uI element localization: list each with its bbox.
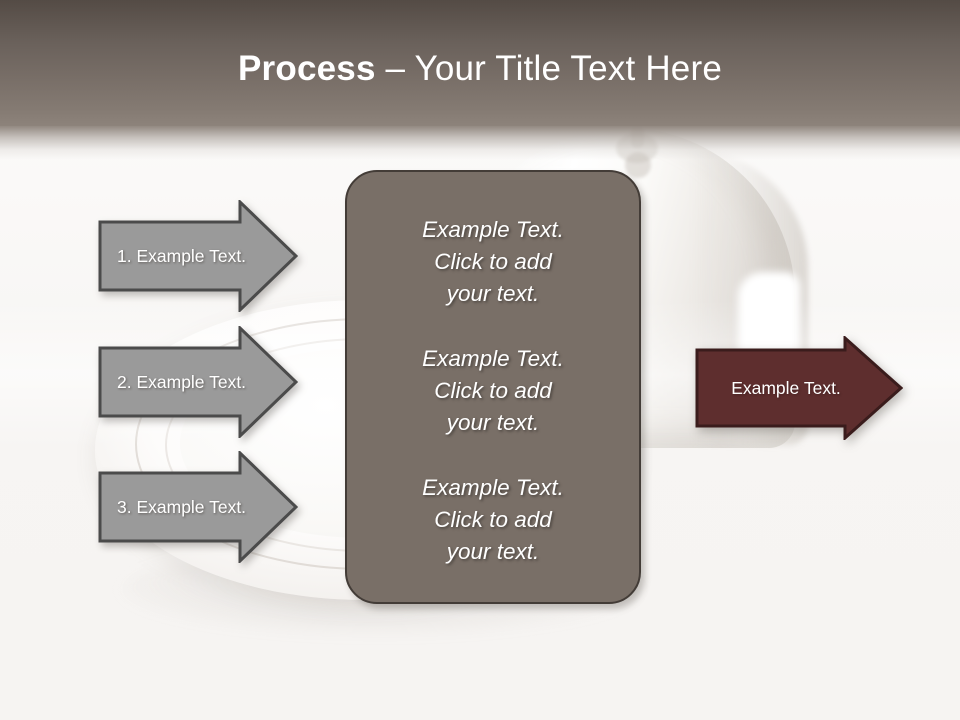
arrow-right-shape-icon	[98, 451, 298, 563]
process-center-box[interactable]: Example Text. Click to add your text. Ex…	[345, 170, 641, 604]
process-step-arrow-3[interactable]: 3. Example Text.	[98, 451, 298, 563]
process-step-arrow-1[interactable]: 1. Example Text.	[98, 200, 298, 312]
process-step-arrow-2[interactable]: 2. Example Text.	[98, 326, 298, 438]
title-bar	[0, 0, 960, 126]
page-title: Process – Your Title Text Here	[0, 48, 960, 90]
process-result-arrow-label: Example Text.	[731, 377, 841, 398]
arrow-right-shape-icon	[98, 326, 298, 438]
arrow-right-shape-icon	[98, 200, 298, 312]
center-text-block-3: Example Text. Click to add your text.	[422, 474, 564, 564]
page-title-bold: Process	[238, 49, 376, 88]
title-bar-fade	[0, 126, 960, 160]
page-title-rest: – Your Title Text Here	[375, 49, 722, 88]
center-text-block-1: Example Text. Click to add your text.	[422, 217, 564, 307]
process-step-arrow-2-label: 2. Example Text.	[117, 371, 247, 392]
arrow-right-shape-icon	[695, 336, 903, 440]
process-step-arrow-3-label: 3. Example Text.	[117, 496, 247, 517]
process-result-arrow[interactable]: Example Text.	[695, 336, 903, 440]
center-text-block-2: Example Text. Click to add your text.	[422, 345, 564, 435]
process-step-arrow-1-label: 1. Example Text.	[117, 245, 247, 266]
